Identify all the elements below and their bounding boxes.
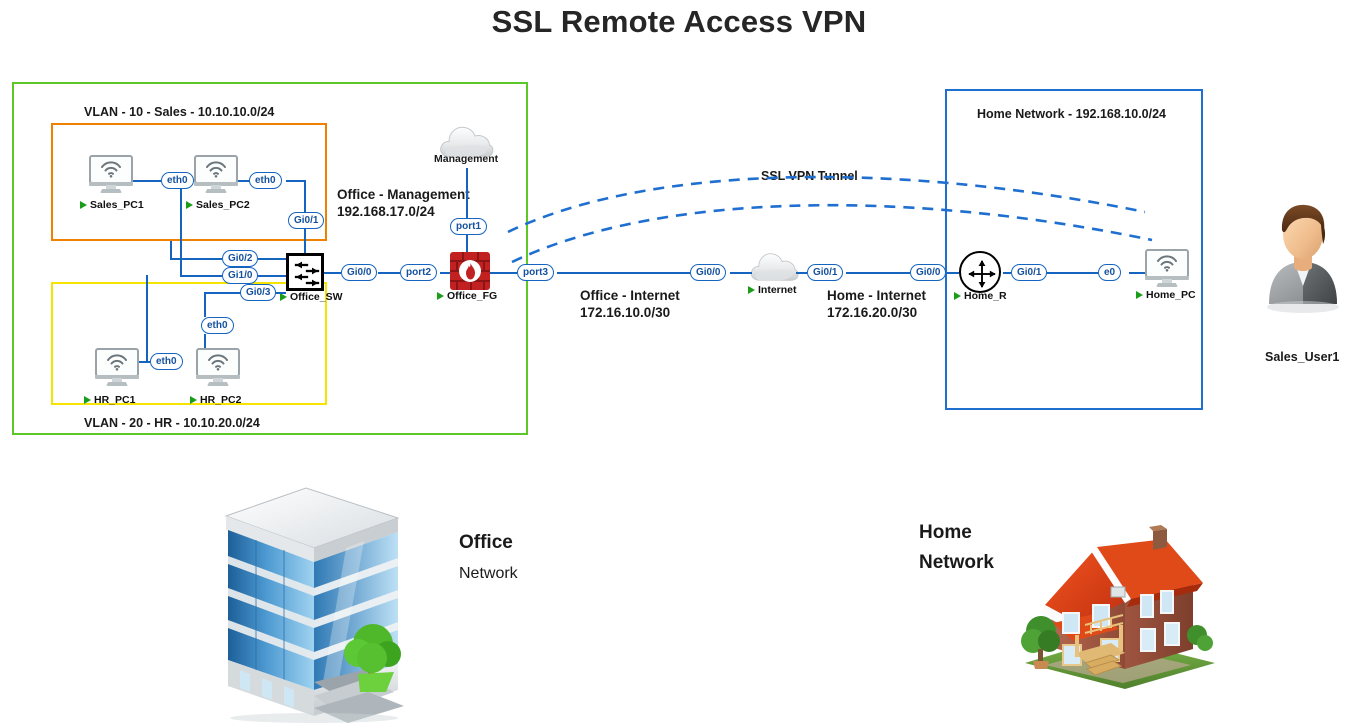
hr-vlan-box [51,282,327,405]
wire-firewall-to-port3 [487,272,517,275]
port-homer-gi01[interactable]: Gi0/1 [1011,264,1048,281]
wire-gi01-to-switch [304,229,307,255]
firewall-icon-office-fg[interactable] [450,252,490,290]
home-internet-network-label: Home - Internet 172.16.20.0/30 [827,287,926,321]
device-label-hr-pc2: HR_PC2 [190,394,241,406]
port-sw-gi10[interactable]: Gi1/0 [222,267,259,284]
wire-cloud-to-inetgi01 [796,272,807,275]
device-label-management: Management [434,153,499,165]
wire-port2-to-firewall [440,272,452,275]
office-management-network-label: Office - Management 192.168.17.0/24 [337,186,470,220]
home-internet-line2: 172.16.20.0/30 [827,305,918,320]
router-icon-home-r[interactable] [959,251,1001,293]
wire-gi10-to-switch [258,275,286,278]
wire-inetgi01-to-homer [846,272,910,275]
home-internet-line1: Home - Internet [827,288,927,303]
wire-gi00-to-port2 [378,272,400,275]
wire-salespc1-down [180,189,183,277]
desktop-pc-icon-sales-pc2[interactable] [194,155,238,193]
office-building-image [218,478,408,728]
house-image [1015,513,1225,698]
port-internet-gi00[interactable]: Gi0/0 [690,264,727,281]
port-fg-port1[interactable]: port1 [450,218,487,235]
device-label-home-pc: Home_PC [1136,289,1196,301]
wire-gi02-left [170,258,222,261]
port-salespc2-eth0[interactable]: eth0 [249,172,282,189]
port-internet-gi01[interactable]: Gi0/1 [807,264,844,281]
wire-hrpc1-up [146,275,149,361]
office-management-line2: 192.168.17.0/24 [337,204,435,219]
wire-gi02-up [170,241,173,260]
device-label-hr-pc1: HR_PC1 [84,394,135,406]
wire-inetgi00-to-cloud [730,272,752,275]
switch-icon-office-sw[interactable] [286,253,324,291]
device-label-home-r: Home_R [954,290,1007,302]
port-fg-port3[interactable]: port3 [517,264,554,281]
office-internet-network-label: Office - Internet 172.16.10.0/30 [580,287,680,321]
wire-salespc2-eth0 [238,180,256,183]
wire-homergi00-to-router [947,272,959,275]
sales-vlan-box [51,123,327,241]
device-label-office-sw: Office_SW [280,291,343,303]
wire-port1-to-firewall [466,235,469,252]
device-label-internet: Internet [748,284,797,296]
office-internet-line2: 172.16.10.0/30 [580,305,671,320]
desktop-pc-icon-sales-pc1[interactable] [89,155,133,193]
office-footer-line2: Network [459,565,518,582]
device-label-sales-user1: Sales_User1 [1265,350,1340,364]
device-label-office-fg: Office_FG [437,290,497,302]
office-network-footer-label: Office Network [459,528,518,589]
device-label-sales-pc1: Sales_PC1 [80,199,144,211]
home-footer-line2: Network [919,552,994,573]
wire-e0-to-homepc [1129,272,1145,275]
hr-vlan-label: VLAN - 20 - HR - 10.10.20.0/24 [84,416,260,430]
wire-management-to-port1 [466,168,469,218]
wire-switch-to-gi00 [321,272,341,275]
port-sw-gi02[interactable]: Gi0/2 [222,250,259,267]
port-sw-gi01[interactable]: Gi0/1 [288,212,325,229]
wire-port3-to-inetgi00 [557,272,690,275]
desktop-pc-icon-hr-pc2[interactable] [196,348,240,386]
wire-salespc1-to-gi10 [180,275,222,278]
wire-gi03-down [204,292,207,317]
wire-router-to-gi01 [1003,272,1011,275]
wire-salespc2-right [286,180,306,183]
port-sw-gi03[interactable]: Gi0/3 [240,284,277,301]
port-homepc-e0[interactable]: e0 [1098,264,1122,281]
desktop-pc-icon-hr-pc1[interactable] [95,348,139,386]
office-footer-line1: Office [459,532,513,553]
desktop-pc-icon-home-pc[interactable] [1145,249,1189,287]
home-footer-line1: Home [919,522,972,543]
port-homer-gi00[interactable]: Gi0/0 [910,264,947,281]
sales-vlan-label: VLAN - 10 - Sales - 10.10.10.0/24 [84,105,275,119]
cloud-icon-management[interactable] [437,121,495,166]
port-hrpc1-eth0[interactable]: eth0 [150,353,183,370]
office-management-line1: Office - Management [337,187,470,202]
wire-gi03-left [204,292,242,295]
port-fg-port2[interactable]: port2 [400,264,437,281]
home-network-label: Home Network - 192.168.10.0/24 [977,107,1166,121]
user-avatar-icon-sales-user1[interactable] [1265,200,1341,313]
cloud-icon-internet[interactable] [748,248,800,289]
port-hrpc2-eth0[interactable]: eth0 [201,317,234,334]
wire-salespc1-eth0 [133,180,161,183]
port-sw-gi00[interactable]: Gi0/0 [341,264,378,281]
ssl-vpn-tunnel-label: SSL VPN Tunnel [761,169,858,183]
home-network-footer-label: Home Network [919,518,994,578]
port-salespc1-eth0[interactable]: eth0 [161,172,194,189]
office-internet-line1: Office - Internet [580,288,680,303]
wire-salespc2-down-to-gi01 [304,180,307,212]
page-title: SSL Remote Access VPN [491,4,867,39]
wire-gi01-to-e0 [1045,272,1098,275]
device-label-sales-pc2: Sales_PC2 [186,199,250,211]
wire-gi02-to-switch [258,258,286,261]
